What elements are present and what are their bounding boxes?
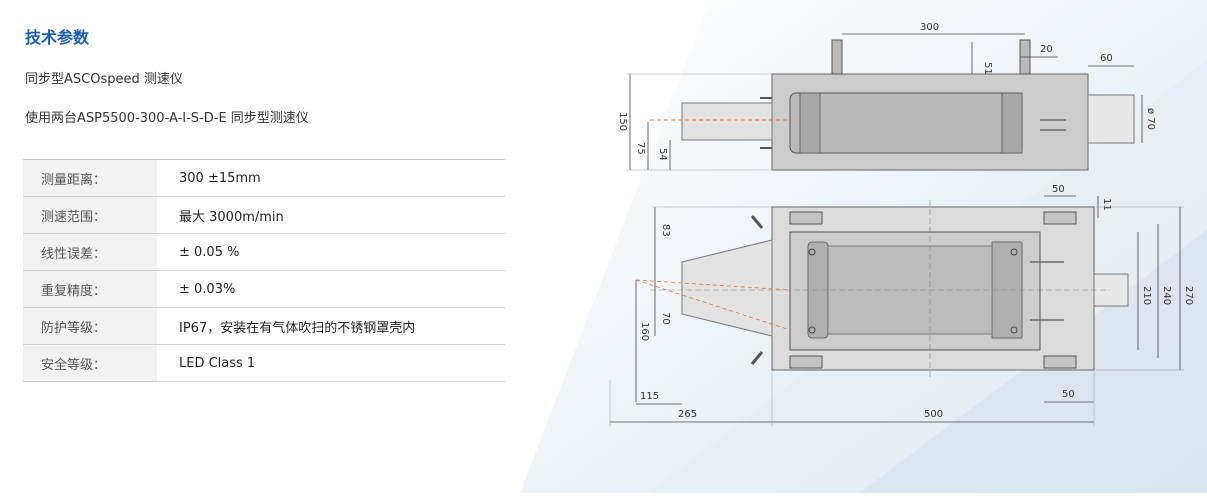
mounting-feet	[789, 211, 1077, 369]
spec-key: 测量距离：	[23, 159, 157, 197]
sensor-cap-right	[1001, 92, 1023, 154]
dim-label-dia70: ø 70	[1145, 108, 1156, 130]
side-handles-top	[760, 97, 772, 149]
dim-label-50-bottom: 50	[1062, 389, 1075, 400]
dim-label-70: 70	[660, 312, 671, 325]
page-title: 技术参数	[25, 28, 90, 47]
dim-label-160: 160	[639, 322, 650, 341]
spec-value: 最大 3000m/min	[157, 196, 505, 234]
spec-key: 测速范围：	[23, 196, 157, 234]
table-row: 安全等级： LED Class 1	[23, 344, 505, 382]
dim-label-150: 150	[617, 112, 628, 131]
spec-key: 线性误差：	[23, 233, 157, 271]
usage-subtitle: 使用两台ASP5500-300-A-I-S-D-E 同步型测速仪	[25, 111, 309, 126]
dim-label-500: 500	[924, 409, 943, 420]
product-subtitle: 同步型ASCOspeed 测速仪	[25, 72, 183, 87]
dim-label-210: 210	[1141, 286, 1152, 305]
laser-beam-1	[635, 279, 791, 291]
sensor-cap-left	[799, 92, 821, 154]
side-handles	[750, 215, 764, 365]
dim-label-300: 300	[920, 22, 939, 33]
spec-value: ± 0.03%	[157, 270, 505, 308]
screw-heads	[808, 248, 1018, 334]
spec-table: 测量距离： 300 ±15mm 测速范围： 最大 3000m/min 线性误差：…	[23, 159, 505, 382]
mounting-bolt-left	[831, 39, 843, 75]
dim-label-50-top: 50	[1052, 184, 1065, 195]
dim-label-75: 75	[635, 142, 646, 155]
spec-key: 安全等级：	[23, 344, 157, 382]
table-row: 测量距离： 300 ±15mm	[23, 159, 505, 197]
connector-side	[1093, 273, 1129, 307]
dim-label-270: 270	[1183, 286, 1194, 305]
dim-label-83: 83	[660, 224, 671, 237]
laser-beam-2	[635, 279, 791, 331]
air-nozzle-top	[681, 102, 773, 141]
table-row: 防护等级： IP67，安装在有气体吹扫的不锈钢罩壳内	[23, 307, 505, 345]
dim-label-265: 265	[678, 409, 697, 420]
table-row: 线性误差： ± 0.05 %	[23, 233, 505, 271]
dim-label-54: 54	[657, 148, 668, 161]
spec-key: 重复精度：	[23, 270, 157, 308]
spec-value: 300 ±15mm	[157, 159, 505, 197]
cables-top	[1040, 119, 1066, 131]
spec-value: LED Class 1	[157, 344, 505, 382]
sensor-body-top	[789, 92, 1023, 154]
dim-label-240: 240	[1161, 286, 1172, 305]
dim-label-51: 51	[982, 62, 993, 75]
dim-label-20: 20	[1040, 44, 1053, 55]
table-row: 测速范围： 最大 3000m/min	[23, 196, 505, 234]
top-view: 300 20 60 51 150 75 54 ø 70	[617, 22, 1156, 171]
table-row: 重复精度： ± 0.03%	[23, 270, 505, 308]
dim-label-11: 11	[1101, 198, 1112, 211]
spec-value: ± 0.05 %	[157, 233, 505, 271]
spec-value: IP67，安装在有气体吹扫的不锈钢罩壳内	[157, 307, 505, 345]
air-nozzle-side	[681, 239, 773, 337]
bottom-view: 50 11 83 70 160 210 240 270 50 115 265	[609, 184, 1194, 426]
cables-side	[1030, 261, 1064, 321]
dim-label-115: 115	[640, 391, 659, 402]
sensor-body-side	[827, 245, 993, 335]
dim-label-60: 60	[1100, 53, 1113, 64]
connector-top	[1087, 94, 1135, 144]
spec-key: 防护等级：	[23, 307, 157, 345]
